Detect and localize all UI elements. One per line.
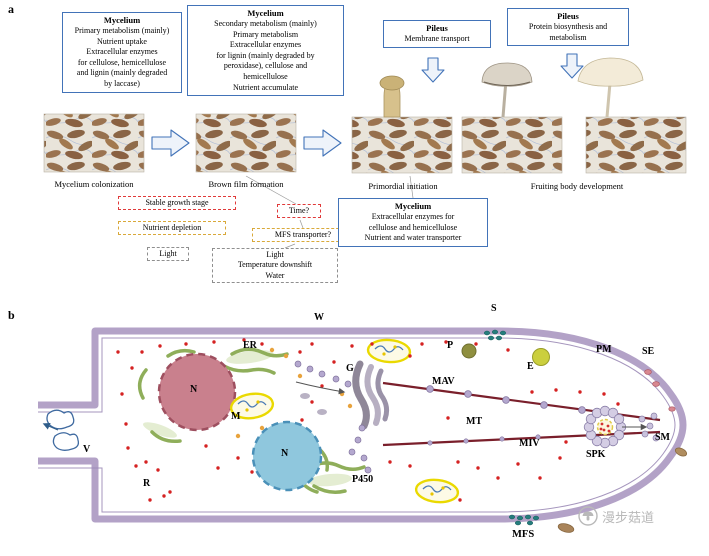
secreted-enzyme-blob — [557, 523, 575, 533]
stage-caption-brown-film: Brown film formation — [208, 179, 284, 189]
label-secreted-molecule: SM — [655, 432, 670, 443]
info-box-mycelium-bottom: Mycelium Extracellular enzymes for cellu… — [338, 198, 488, 247]
early-endosome — [317, 409, 327, 415]
mitochondrion — [414, 478, 460, 504]
label-cell-wall: W — [314, 312, 324, 323]
info-box-body: Primary metabolism (mainly) Nutrient upt… — [74, 26, 170, 88]
label-secretion: SE — [642, 346, 655, 357]
mitochondrion — [229, 392, 275, 420]
info-box-title: Pileus — [557, 11, 579, 21]
mycelium-photos — [43, 113, 687, 174]
photo-brown-film — [195, 113, 297, 173]
apex-vesicles — [638, 412, 660, 442]
down-arrow-icon — [421, 57, 445, 83]
early-endosome — [300, 393, 310, 399]
tag-stable-growth-stage: Stable growth stage — [118, 196, 236, 211]
label-golgi: G — [346, 363, 354, 374]
label-microtubule: MT — [466, 416, 483, 427]
tag-light: Light — [147, 247, 189, 262]
info-box-mycelium-2: Mycelium Secondary metabolism (mainly) P… — [187, 5, 344, 97]
info-box-body: Membrane transport — [404, 34, 470, 44]
down-arrow-icon — [560, 53, 584, 79]
info-box-title: Pileus — [426, 23, 448, 33]
label-mfs: MFS — [512, 529, 535, 540]
transport-vesicles — [294, 360, 372, 474]
panel-a-label: a — [8, 2, 14, 16]
label-septin: S — [491, 303, 497, 314]
secretion-sites — [644, 369, 676, 412]
label-endosome: E — [527, 361, 534, 372]
endoplasmic-reticulum — [137, 347, 366, 494]
info-box-body: Secondary metabolism (mainly) Primary me… — [214, 19, 317, 92]
microvesicles — [427, 434, 541, 446]
right-arrow-icon — [151, 129, 190, 157]
stage-arrows — [151, 53, 584, 157]
vacuoles — [42, 409, 80, 451]
info-box-title: Mycelium — [394, 201, 432, 211]
stage-caption-primordial-initiation: Primordial initiation — [368, 181, 438, 191]
ribosomes — [116, 338, 620, 502]
watermark-mushroom-icon — [578, 506, 598, 526]
mature-fruitbody-illustration — [577, 57, 644, 118]
info-box-title: Mycelium — [103, 15, 141, 25]
macrovesicles — [426, 385, 586, 414]
panel-b-label: b — [8, 308, 15, 322]
info-box-title: Mycelium — [247, 8, 284, 18]
flow-arrows — [295, 381, 648, 431]
mfs-transporter-dots — [508, 514, 540, 526]
photo-mycelium-colonization — [43, 113, 145, 173]
cell-diagram — [38, 327, 688, 533]
label-microvesicle: MIV — [519, 438, 540, 449]
stage-caption-mycelium-colonization: Mycelium colonization — [54, 179, 134, 189]
mitochondrion — [366, 338, 412, 364]
s-transporter-dots — [483, 329, 507, 341]
mushroom-illustrations — [379, 57, 644, 118]
primordium-illustration — [379, 75, 405, 118]
info-box-body: Extracellular enzymes for cellulose and … — [364, 212, 462, 243]
photo-primordial-initiation — [351, 116, 453, 174]
tag-environment: Light Temperature downshift Water — [212, 248, 338, 284]
label-er: ER — [243, 340, 257, 351]
label-macrovesicle: MAV — [432, 376, 455, 387]
tag-nutrient-depletion: Nutrient depletion — [118, 221, 226, 236]
label-p450: P450 — [352, 474, 374, 485]
label-mitochondrion: M — [231, 411, 241, 422]
label-peroxisome: P — [447, 340, 454, 351]
endosome — [532, 348, 550, 366]
secreted-molecule — [674, 447, 688, 457]
young-fruitbody-illustration — [481, 62, 533, 118]
spitzenkorper — [583, 405, 627, 449]
plasma-membrane — [38, 337, 676, 513]
info-box-mycelium-1: Mycelium Primary metabolism (mainly) Nut… — [62, 12, 182, 93]
connector-lines — [245, 175, 414, 249]
info-box-pileus-2: Pileus Protein biosynthesis and metaboli… — [507, 8, 629, 47]
label-nucleus-1: N — [190, 384, 198, 395]
watermark-text: 漫步菇道 — [602, 509, 655, 525]
label-spitzenkorper: SPK — [586, 449, 606, 460]
label-ribosome: R — [143, 478, 151, 489]
stage-caption-fruiting-body: Fruiting body development — [530, 181, 624, 191]
info-box-pileus-1: Pileus Membrane transport — [383, 20, 491, 48]
photo-fruiting-body-2 — [585, 116, 687, 174]
photo-fruiting-body-1 — [461, 116, 563, 174]
tag-mfs-transporter: MFS transporter? — [252, 228, 354, 243]
nucleus-blue — [251, 420, 323, 492]
nucleus-pink — [157, 352, 237, 432]
label-nucleus-2: N — [281, 448, 289, 459]
peroxisome — [461, 343, 477, 359]
golgi-apparatus — [352, 360, 390, 430]
info-box-body: Protein biosynthesis and metabolism — [528, 22, 608, 42]
label-vacuole: V — [83, 444, 91, 455]
tag-time: Time? — [277, 204, 321, 219]
right-arrow-icon — [303, 129, 342, 157]
label-plasma-membrane: PM — [596, 344, 612, 355]
watermark: 漫步菇道 — [578, 506, 654, 526]
